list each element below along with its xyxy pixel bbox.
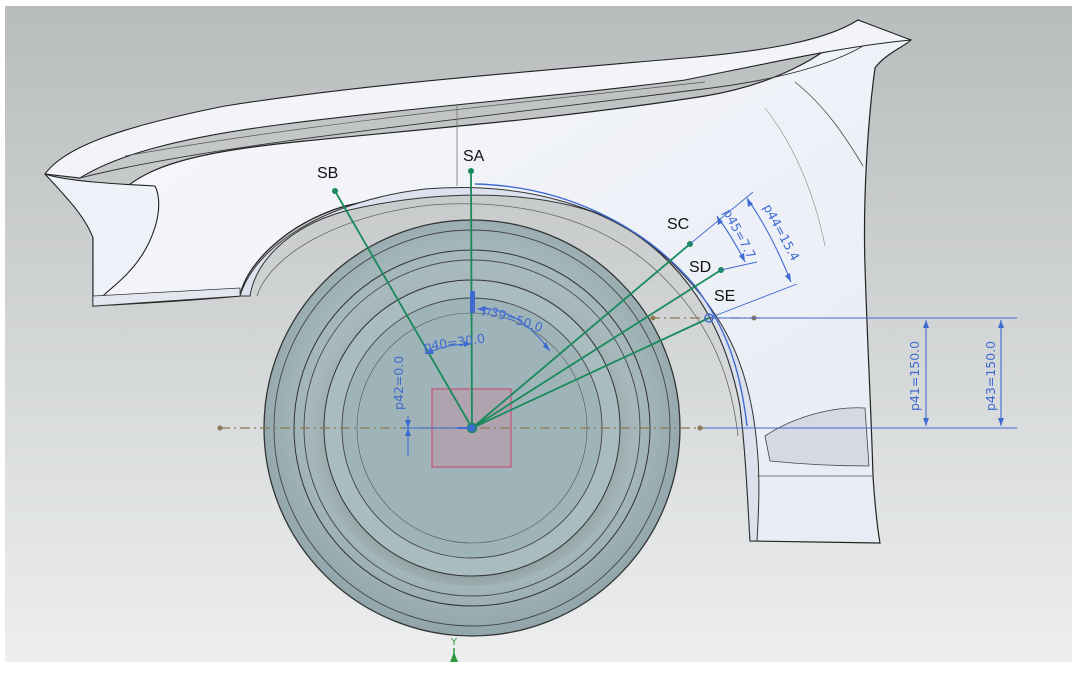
dimension-p41[interactable]: p41=150.0 (705, 317, 943, 429)
dimension-label-p43: p43=150.0 (983, 341, 998, 411)
section-point-sb[interactable] (332, 188, 338, 194)
dimension-p43[interactable]: p43=150.0 (943, 317, 1017, 429)
dimension-label-p42: p42=0.0 (391, 356, 406, 410)
dimension-p42[interactable]: p42=0.0 (391, 356, 460, 456)
fender-body[interactable] (44, 19, 913, 544)
dimension-label-p41: p41=150.0 (907, 341, 922, 411)
centerline-end-point (217, 425, 223, 431)
section-line-sb[interactable] (334, 190, 473, 429)
section-line-se[interactable] (471, 317, 710, 429)
section-line-sc[interactable] (471, 243, 691, 429)
centerline-end-point (697, 425, 703, 431)
y-axis-triad: Y (450, 637, 458, 662)
callout-sd: SD (689, 259, 711, 276)
section-point-sa[interactable] (468, 168, 474, 174)
y-axis-label: Y (450, 637, 458, 648)
vertical-handle[interactable] (470, 291, 475, 313)
callout-se: SE (714, 288, 735, 305)
centerline-end-point (650, 315, 656, 321)
cad-viewport[interactable]: SA SB SC SD SE p39=50.0 p40=30.0 p42=0.0… (5, 6, 1072, 662)
section-line-sd[interactable] (471, 269, 722, 429)
cad-scene[interactable]: SA SB SC SD SE p39=50.0 p40=30.0 p42=0.0… (5, 6, 1072, 662)
section-lines[interactable] (334, 170, 722, 429)
callout-sc: SC (667, 216, 689, 233)
callout-sb: SB (317, 165, 338, 182)
callout-sa: SA (463, 148, 485, 165)
